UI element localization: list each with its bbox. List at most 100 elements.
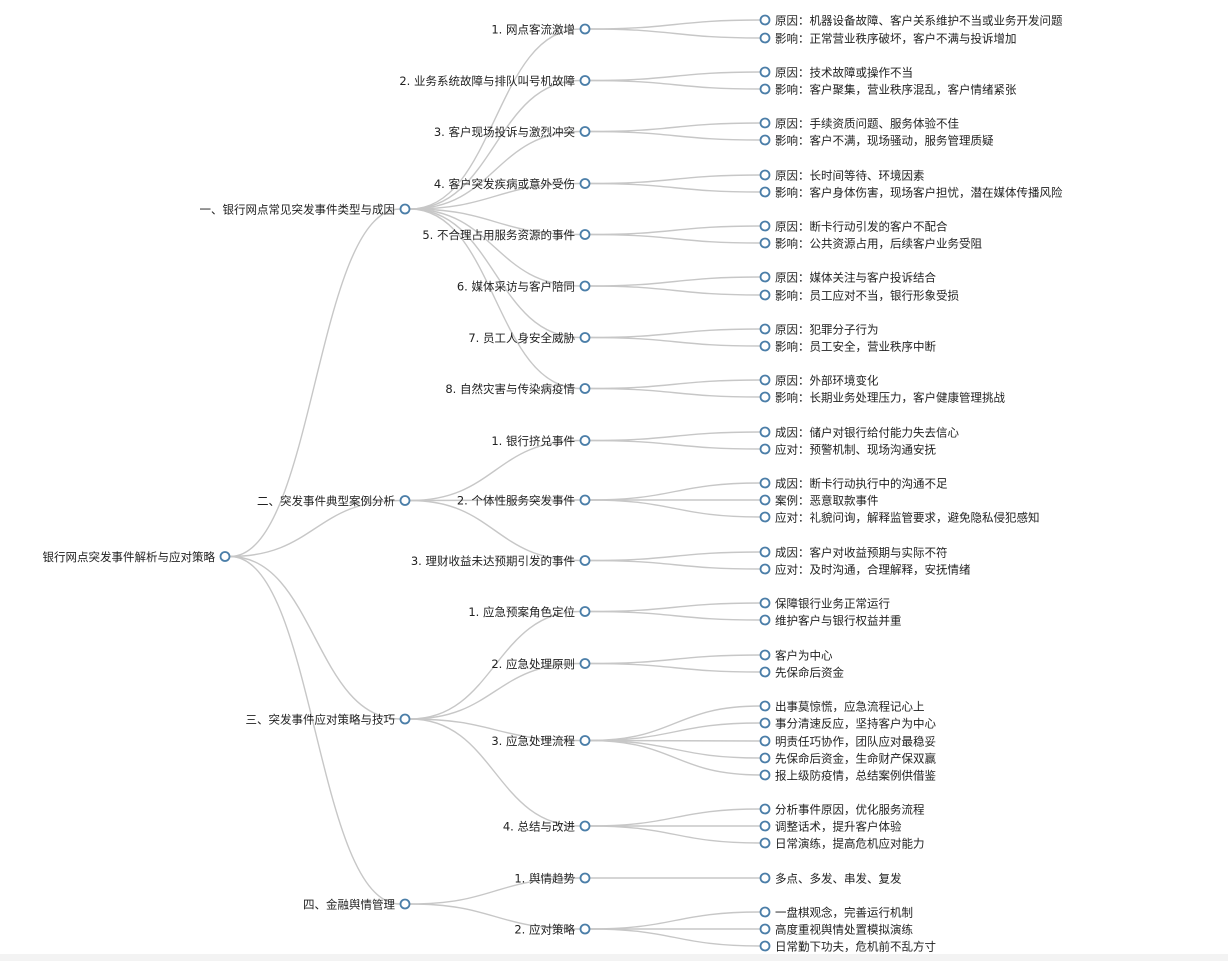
node-toggle-circle[interactable] (759, 666, 771, 678)
branch-node[interactable]: 1. 网点客流激增 (491, 23, 591, 37)
leaf-node[interactable]: 原因：机器设备故障、客户关系维护不当或业务开发问题 (759, 14, 1063, 28)
node-toggle-circle[interactable] (579, 229, 591, 240)
node-toggle-circle[interactable] (759, 271, 771, 283)
leaf-node[interactable]: 多点、多发、串发、复发 (759, 872, 902, 886)
node-toggle-circle[interactable] (579, 383, 591, 394)
node-toggle-circle[interactable] (759, 14, 771, 26)
node-toggle-circle[interactable] (759, 614, 771, 626)
node-toggle-circle[interactable] (759, 169, 771, 181)
leaf-node[interactable]: 保障银行业务正常运行 (759, 597, 891, 611)
leaf-node[interactable]: 一盘棋观念，完善运行机制 (759, 906, 914, 920)
leaf-node[interactable]: 事分清速反应，坚持客户为中心 (759, 717, 937, 731)
leaf-node[interactable]: 客户为中心 (759, 649, 833, 663)
leaf-node[interactable]: 影响：正常营业秩序破坏，客户不满与投诉增加 (759, 32, 1017, 46)
node-toggle-circle[interactable] (579, 555, 591, 566)
branch-node[interactable]: 7. 员工人身安全威胁 (468, 331, 591, 345)
node-toggle-circle[interactable] (759, 391, 771, 403)
node-toggle-circle[interactable] (759, 443, 771, 455)
node-toggle-circle[interactable] (579, 658, 591, 669)
node-toggle-circle[interactable] (579, 606, 591, 617)
node-toggle-circle[interactable] (759, 289, 771, 301)
branch-node[interactable]: 1. 银行挤兑事件 (491, 434, 591, 448)
node-toggle-circle[interactable] (579, 126, 591, 137)
node-toggle-circle[interactable] (759, 426, 771, 438)
node-toggle-circle[interactable] (759, 477, 771, 489)
node-toggle-circle[interactable] (219, 551, 231, 562)
leaf-node[interactable]: 影响：客户聚集，营业秩序混乱，客户情绪紧张 (759, 83, 1017, 97)
leaf-node[interactable]: 出事莫惊慌，应急流程记心上 (759, 700, 925, 714)
node-toggle-circle[interactable] (399, 203, 411, 215)
leaf-node[interactable]: 先保命后资金，生命财产保双赢 (759, 752, 937, 766)
node-toggle-circle[interactable] (759, 752, 771, 764)
node-toggle-circle[interactable] (759, 563, 771, 575)
node-toggle-circle[interactable] (759, 32, 771, 44)
leaf-node[interactable]: 日常演练，提高危机应对能力 (759, 837, 925, 851)
leaf-node[interactable]: 影响：公共资源占用，后续客户业务受阻 (759, 237, 983, 251)
node-toggle-circle[interactable] (579, 872, 591, 884)
node-toggle-circle[interactable] (579, 75, 591, 86)
node-toggle-circle[interactable] (759, 923, 771, 935)
branch-node[interactable]: 2. 应对策略 (514, 923, 591, 937)
node-toggle-circle[interactable] (759, 134, 771, 146)
branch-node[interactable]: 1. 舆情趋势 (514, 872, 591, 886)
node-toggle-circle[interactable] (759, 186, 771, 198)
node-toggle-circle[interactable] (759, 820, 771, 832)
leaf-node[interactable]: 日常勤下功夫，危机前不乱方寸 (759, 940, 937, 954)
leaf-node[interactable]: 成因：储户对银行给付能力失去信心 (759, 426, 960, 440)
node-toggle-circle[interactable] (579, 735, 591, 746)
node-toggle-circle[interactable] (759, 83, 771, 95)
leaf-node[interactable]: 先保命后资金 (759, 666, 845, 680)
branch-node[interactable]: 2. 个体性服务突发事件 (457, 494, 591, 508)
leaf-node[interactable]: 原因：外部环境变化 (759, 374, 879, 388)
branch-node[interactable]: 3. 应急处理流程 (491, 734, 591, 748)
leaf-node[interactable]: 高度重视舆情处置模拟演练 (759, 923, 914, 937)
node-toggle-circle[interactable] (399, 898, 411, 910)
node-toggle-circle[interactable] (759, 323, 771, 335)
leaf-node[interactable]: 影响：员工应对不当，银行形象受损 (759, 289, 960, 303)
branch-node[interactable]: 一、银行网点常见突发事件类型与成因 (200, 203, 411, 217)
branch-node[interactable]: 8. 自然灾害与传染病疫情 (445, 382, 591, 396)
leaf-node[interactable]: 影响：客户身体伤害，现场客户担忧，潜在媒体传播风险 (759, 186, 1063, 200)
branch-node[interactable]: 4. 客户突发疾病或意外受伤 (434, 177, 591, 191)
leaf-node[interactable]: 应对：预警机制、现场沟通安抚 (759, 443, 937, 457)
node-toggle-circle[interactable] (759, 597, 771, 609)
leaf-node[interactable]: 分析事件原因，优化服务流程 (759, 803, 925, 817)
leaf-node[interactable]: 案例：恶意取款事件 (759, 494, 879, 508)
branch-node[interactable]: 3. 理财收益未达预期引发的事件 (411, 554, 591, 568)
leaf-node[interactable]: 原因：断卡行动引发的客户不配合 (759, 220, 948, 234)
root-node[interactable]: 银行网点突发事件解析与应对策略 (43, 550, 231, 564)
leaf-node[interactable]: 报上级防疫情，总结案例供借鉴 (759, 769, 937, 783)
leaf-node[interactable]: 影响：长期业务处理压力，客户健康管理挑战 (759, 391, 1006, 405)
leaf-node[interactable]: 影响：员工安全，营业秩序中断 (759, 340, 937, 354)
node-toggle-circle[interactable] (579, 494, 591, 506)
leaf-node[interactable]: 原因：技术故障或操作不当 (759, 66, 914, 80)
branch-node[interactable]: 四、金融舆情管理 (303, 898, 411, 912)
leaf-node[interactable]: 成因：断卡行动执行中的沟通不足 (759, 477, 948, 491)
node-toggle-circle[interactable] (759, 66, 771, 78)
leaf-node[interactable]: 成因：客户对收益预期与实际不符 (759, 546, 948, 560)
node-toggle-circle[interactable] (759, 769, 771, 781)
node-toggle-circle[interactable] (759, 717, 771, 729)
node-toggle-circle[interactable] (759, 700, 771, 712)
node-toggle-circle[interactable] (759, 546, 771, 558)
node-toggle-circle[interactable] (399, 713, 411, 725)
node-toggle-circle[interactable] (579, 332, 591, 343)
leaf-node[interactable]: 调整话术，提升客户体验 (759, 820, 902, 834)
node-toggle-circle[interactable] (579, 280, 591, 292)
node-toggle-circle[interactable] (579, 435, 591, 446)
leaf-node[interactable]: 应对：礼貌问询，解释监管要求，避免隐私侵犯感知 (759, 511, 1040, 525)
node-toggle-circle[interactable] (399, 495, 411, 506)
leaf-node[interactable]: 明责任巧协作，团队应对最稳妥 (759, 735, 937, 749)
node-toggle-circle[interactable] (759, 735, 771, 747)
node-toggle-circle[interactable] (579, 178, 591, 189)
leaf-node[interactable]: 原因：长时间等待、环境因素 (759, 169, 925, 183)
node-toggle-circle[interactable] (759, 220, 771, 232)
branch-node[interactable]: 4. 总结与改进 (503, 820, 591, 834)
node-toggle-circle[interactable] (759, 649, 771, 661)
node-toggle-circle[interactable] (759, 340, 771, 352)
node-toggle-circle[interactable] (579, 820, 591, 832)
branch-node[interactable]: 6. 媒体采访与客户陪同 (457, 280, 591, 294)
node-toggle-circle[interactable] (759, 940, 771, 952)
node-toggle-circle[interactable] (759, 872, 771, 884)
branch-node[interactable]: 3. 客户现场投诉与激烈冲突 (434, 125, 591, 139)
